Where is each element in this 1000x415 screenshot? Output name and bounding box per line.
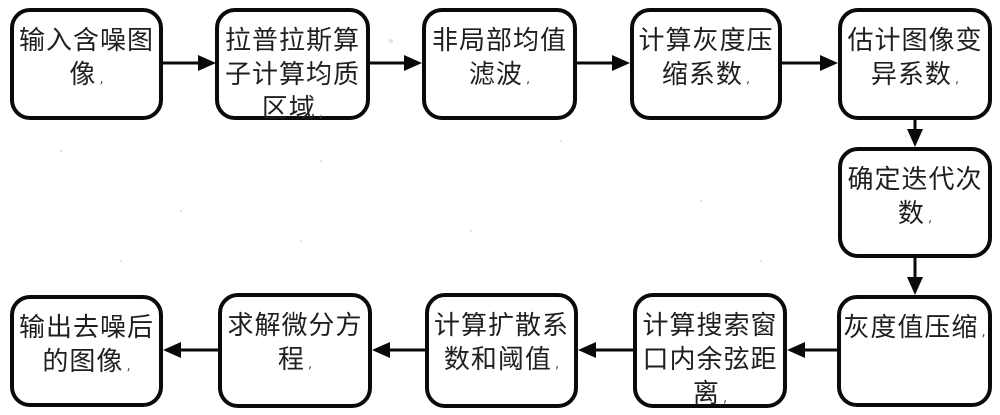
arrow-iteration-to-graycompress: [907, 258, 923, 295]
scan-tick-mark: ,: [722, 391, 728, 406]
box-estimate-image-variation-coefficient: 估计图像变 异系数,: [838, 8, 992, 120]
box-output-denoised-image: 输出去噪后 的图像,: [10, 295, 163, 407]
scan-tick-mark: ,: [954, 72, 960, 87]
box-compute-diffusion-coefficient-threshold: 计算扩散系 数和阈值,: [425, 293, 578, 408]
box-label: 计算灰度压 缩系数: [638, 26, 774, 90]
box-gray-value-compression: 灰度值压缩,: [837, 295, 992, 407]
box-determine-iteration-count: 确定迭代次 数,: [838, 147, 992, 258]
arrow-graycompress-to-cosine: [787, 342, 837, 358]
box-label: 确定迭代次 数: [847, 165, 983, 229]
scan-tick-mark: ,: [554, 357, 560, 372]
box-label: 输出去噪后 的图像: [18, 313, 154, 377]
arrow-input-to-laplacian: [163, 55, 216, 71]
arrow-variation-to-iteration: [907, 120, 923, 147]
box-label: 输入含噪图 像: [18, 26, 154, 90]
scan-tick-mark: ,: [981, 325, 986, 340]
arrow-diffusion-to-solve: [372, 342, 425, 358]
box-label: 拉普拉斯算 子计算均质 区域: [224, 26, 360, 124]
box-laplacian-compute-homogeneous-region: 拉普拉斯算 子计算均质 区域,: [215, 8, 370, 124]
box-non-local-mean-filtering: 非局部均值 滤波,: [422, 8, 577, 120]
arrow-cosine-to-diffusion: [578, 342, 633, 358]
scan-noise-specks: [0, 0, 2, 2]
scan-tick-mark: ,: [318, 106, 324, 121]
box-label: 估计图像变 异系数: [847, 26, 983, 90]
box-compute-gray-compression-coefficient: 计算灰度压 缩系数,: [630, 8, 782, 120]
box-solve-differential-equation: 求解微分方 程,: [218, 293, 372, 408]
box-label: 灰度值压缩: [843, 313, 979, 343]
box-input-noisy-image: 输入含噪图 像,: [10, 8, 163, 120]
box-compute-cosine-distance-in-search-window: 计算搜索窗 口内余弦距 离,: [633, 293, 787, 409]
scan-tick-mark: ,: [99, 72, 104, 87]
scan-tick-mark: ,: [927, 211, 933, 226]
arrow-solve-to-output: [163, 342, 218, 358]
arrow-graycoeff-to-variation: [782, 55, 838, 71]
arrow-laplacian-to-nlm: [370, 55, 422, 71]
scan-tick-mark: ,: [307, 357, 313, 372]
scan-tick-mark: ,: [525, 72, 531, 87]
box-label: 非局部均值 滤波: [431, 26, 567, 90]
arrow-nlm-to-graycoeff: [577, 55, 630, 71]
box-label: 计算扩散系 数和阈值: [433, 311, 569, 375]
scan-tick-mark: ,: [745, 72, 751, 87]
box-label: 计算搜索窗 口内余弦距 离: [642, 311, 778, 409]
box-label: 求解微分方 程: [227, 311, 363, 375]
scan-tick-mark: ,: [126, 359, 131, 374]
